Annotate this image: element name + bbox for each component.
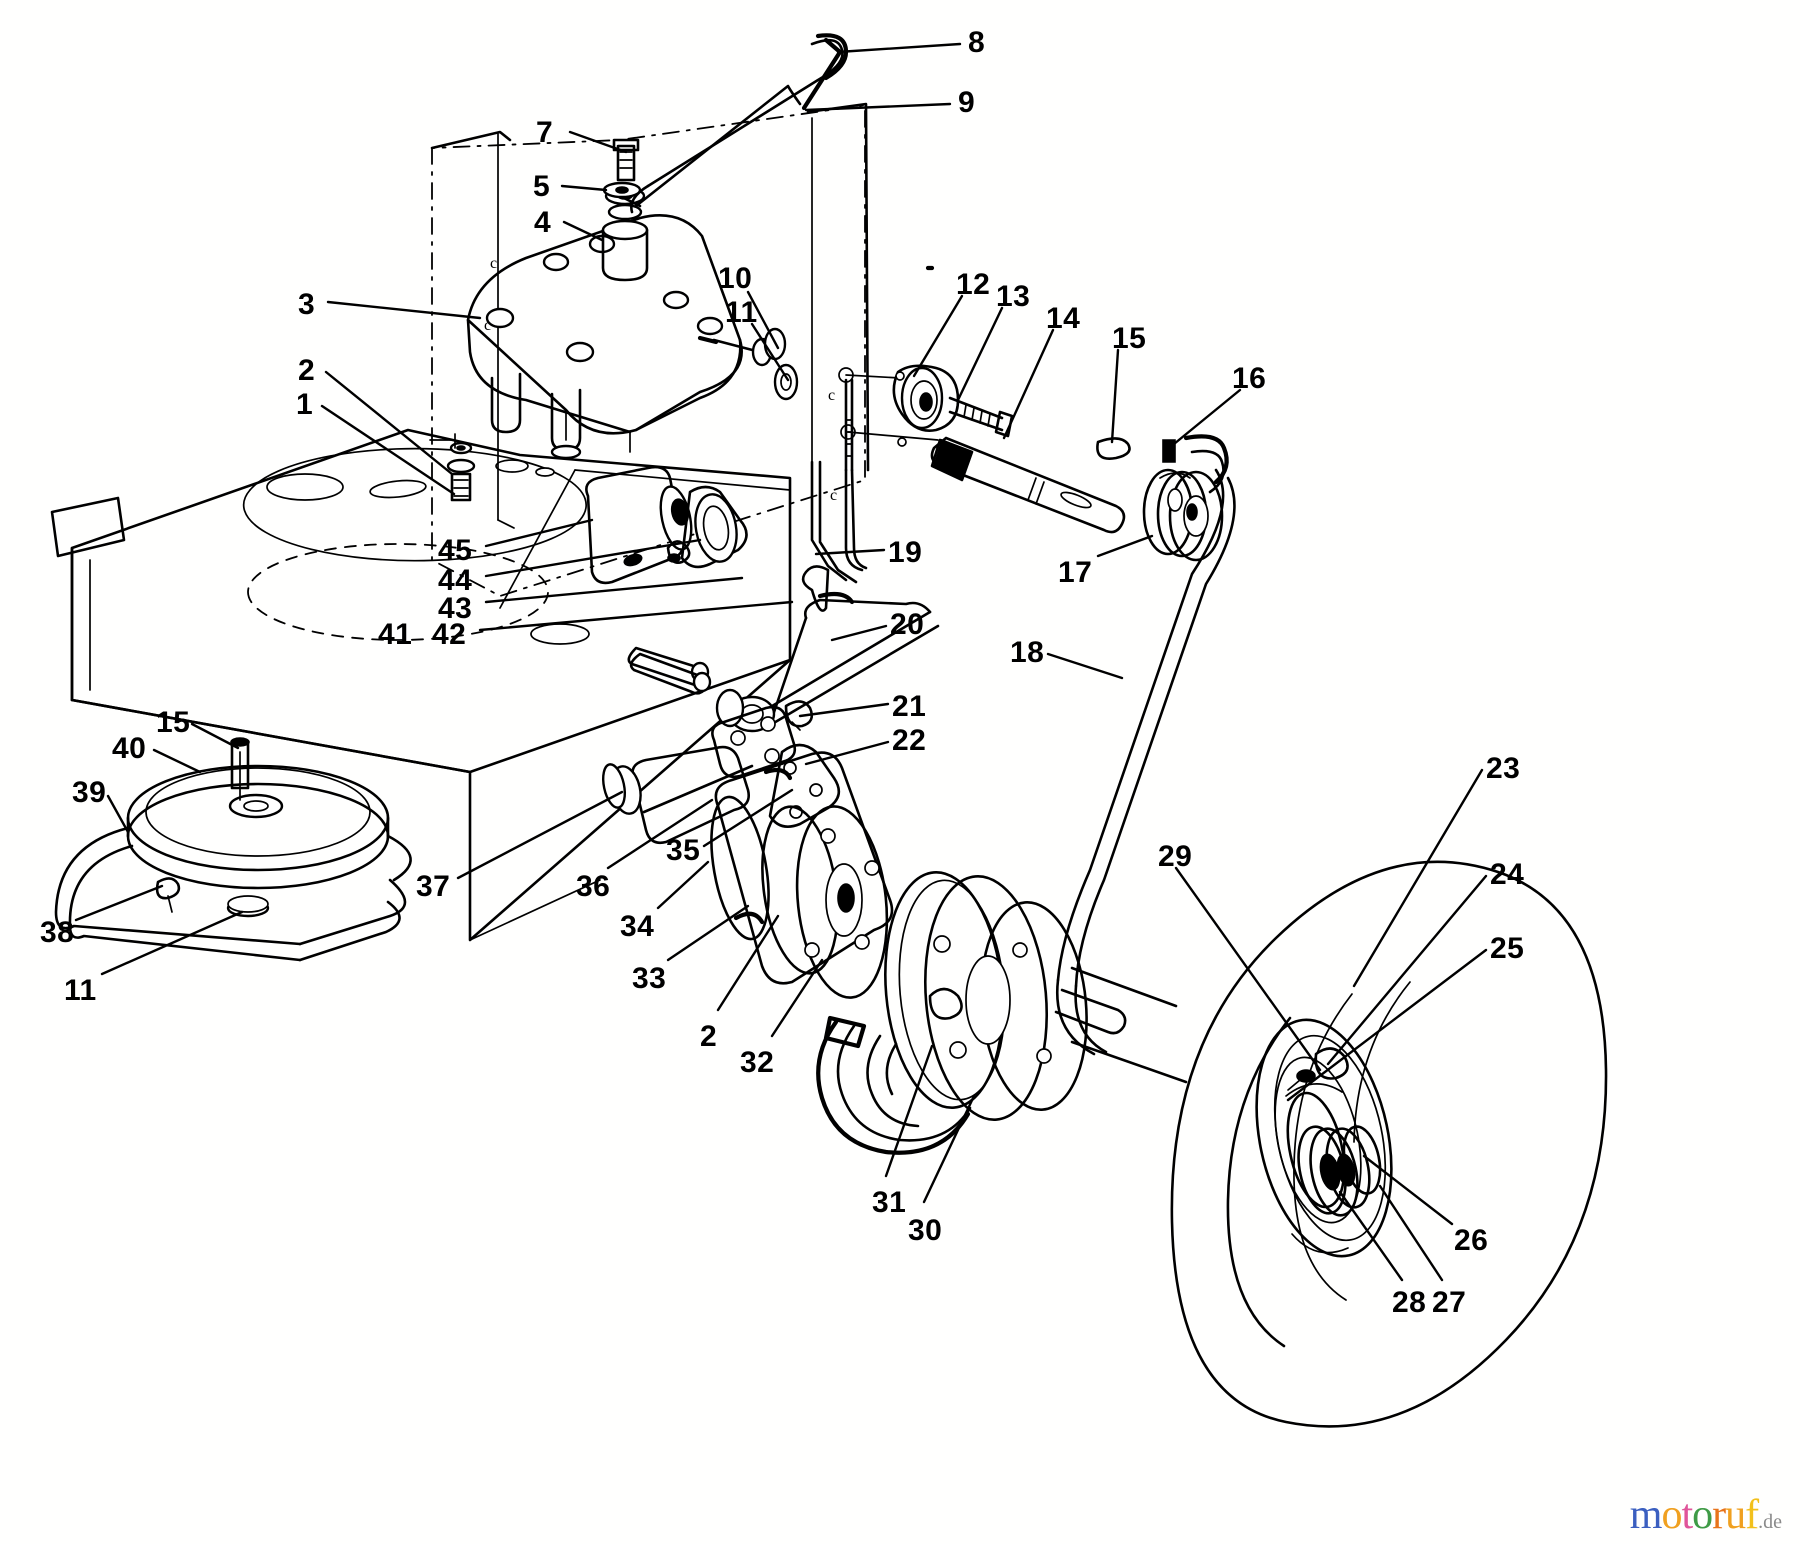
callout-29: 29 (1158, 840, 1193, 873)
callout-42: 42 (432, 618, 467, 651)
idler-pulley-and-belt (54, 737, 412, 962)
callout-8: 8 (968, 26, 986, 59)
callout-2: 2 (298, 354, 316, 387)
watermark-suffix: .de (1758, 1511, 1782, 1533)
watermark-letter-t: t (1681, 1492, 1693, 1538)
callout-12: 12 (956, 268, 991, 301)
callout-16: 16 (1232, 362, 1267, 395)
mower-deck-body (50, 428, 792, 942)
watermark-letter-u: u (1725, 1492, 1746, 1538)
callout-3: 3 (298, 288, 316, 321)
callout-34: 34 (620, 910, 655, 943)
callout-14: 14 (1046, 302, 1081, 335)
callout-36: 36 (576, 870, 611, 903)
callout-1: 1 (296, 388, 314, 421)
rear-pulley-set (884, 871, 1188, 1121)
drive-pulley-17 (1142, 434, 1229, 562)
callout-32: 32 (740, 1046, 775, 1079)
callout-7: 7 (536, 116, 554, 149)
callout-15: 15 (1112, 322, 1147, 355)
callout-20: 20 (890, 608, 925, 641)
callout-11: 11 (725, 296, 758, 329)
callout-18: 18 (1010, 636, 1045, 669)
callout-leader-lines (74, 42, 1488, 1282)
motoruf-watermark: motoruf.de (1630, 1494, 1782, 1536)
callout-37: 37 (416, 870, 451, 903)
callout-41: 41 (378, 618, 413, 651)
callout-19: 19 (888, 536, 923, 569)
callout-23: 23 (1486, 752, 1521, 785)
watermark-letter-o1: o (1661, 1492, 1682, 1538)
callout-27: 27 (1432, 1286, 1467, 1319)
rear-wheel-23 (1170, 860, 1608, 1428)
callout-25: 25 (1490, 932, 1525, 965)
callout-21: 21 (892, 690, 927, 723)
callout-28: 28 (1392, 1286, 1427, 1319)
callout-9: 9 (958, 86, 976, 119)
axle-sleeve-37 (602, 745, 754, 845)
brake-linkage (629, 652, 841, 828)
callout-30: 30 (908, 1214, 943, 1247)
callout-11-belt: 11 (64, 974, 97, 1007)
svg-text:c: c (490, 255, 497, 272)
control-rod-19 (844, 378, 868, 572)
callout-43: 43 (438, 592, 473, 625)
svg-text:c: c (828, 387, 835, 404)
link-arm-20 (715, 265, 940, 733)
watermark-letter-f: f (1745, 1492, 1759, 1538)
callout-5: 5 (533, 170, 551, 203)
callout-24: 24 (1490, 858, 1525, 891)
callout-13: 13 (996, 280, 1031, 313)
svg-text:c: c (484, 317, 491, 334)
callout-44: 44 (438, 564, 473, 597)
callout-15-idler: 15 (156, 706, 191, 739)
callout-26: 26 (1454, 1224, 1489, 1257)
callout-39: 39 (72, 776, 107, 809)
callout-10: 10 (718, 262, 753, 295)
svg-text:c: c (830, 487, 837, 504)
watermark-letter-m: m (1629, 1492, 1663, 1538)
watermark-letter-o2: o (1692, 1492, 1713, 1538)
callout-45: 45 (438, 534, 473, 567)
callout-17: 17 (1058, 556, 1093, 589)
callout-2-brake: 2 (700, 1020, 718, 1053)
callout-38: 38 (40, 916, 75, 949)
washer-5 (602, 181, 642, 199)
watermark-letter-r: r (1712, 1492, 1726, 1538)
brake-drum (710, 751, 894, 999)
callout-35: 35 (666, 834, 701, 867)
brake-band-31 (816, 1015, 972, 1155)
callout-4: 4 (534, 206, 552, 239)
callout-33: 33 (632, 962, 667, 995)
callout-40: 40 (112, 732, 147, 765)
axle-shaft-assembly (892, 364, 1131, 534)
callout-31: 31 (872, 1186, 907, 1219)
callout-22: 22 (892, 724, 927, 757)
